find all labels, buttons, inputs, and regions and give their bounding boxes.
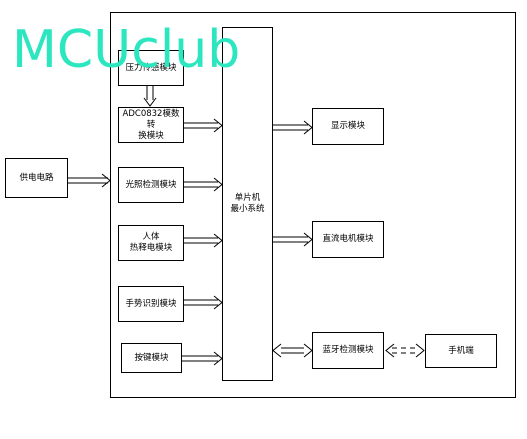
arrow-gesture-to-mcu	[184, 295, 223, 310]
arrow-mcu-to-motor	[273, 232, 313, 247]
block-power-supply: 供电电路	[5, 158, 68, 198]
arrow-power-to-system	[68, 173, 111, 188]
arrow-keys-to-mcu	[182, 351, 223, 366]
block-mcu-minimum-system: 单片机 最小系统	[222, 27, 273, 381]
block-pressure-sensor: 压力传感模块	[118, 50, 184, 86]
arrow-bluetooth-phone-wireless	[392, 347, 418, 354]
block-keys: 按键模块	[121, 343, 182, 373]
arrow-mcu-bluetooth-bidirectional	[272, 343, 313, 358]
block-pir-sensor: 人体 热释电模块	[118, 225, 184, 261]
arrow-adc-to-mcu	[184, 118, 223, 133]
block-display: 显示模块	[312, 108, 384, 145]
block-dc-motor: 直流电机模块	[312, 221, 384, 258]
block-gesture-recognition: 手势识别模块	[118, 286, 184, 322]
system-frame	[110, 12, 516, 398]
block-light-detection: 光照检测模块	[118, 167, 184, 203]
mcuclub-watermark: MCUclub	[12, 20, 241, 80]
block-bluetooth: 蓝牙检测模块	[312, 332, 384, 369]
arrow-pressure-to-adc	[143, 85, 157, 107]
block-adc0832: ADC0832模数转 换模块	[118, 107, 184, 143]
arrow-mcu-to-display	[273, 120, 313, 135]
block-phone: 手机端	[425, 334, 497, 368]
arrow-pir-to-mcu	[184, 233, 223, 248]
arrow-light-to-mcu	[184, 177, 223, 192]
arrow-bluetooth-phone-heads	[385, 343, 425, 358]
